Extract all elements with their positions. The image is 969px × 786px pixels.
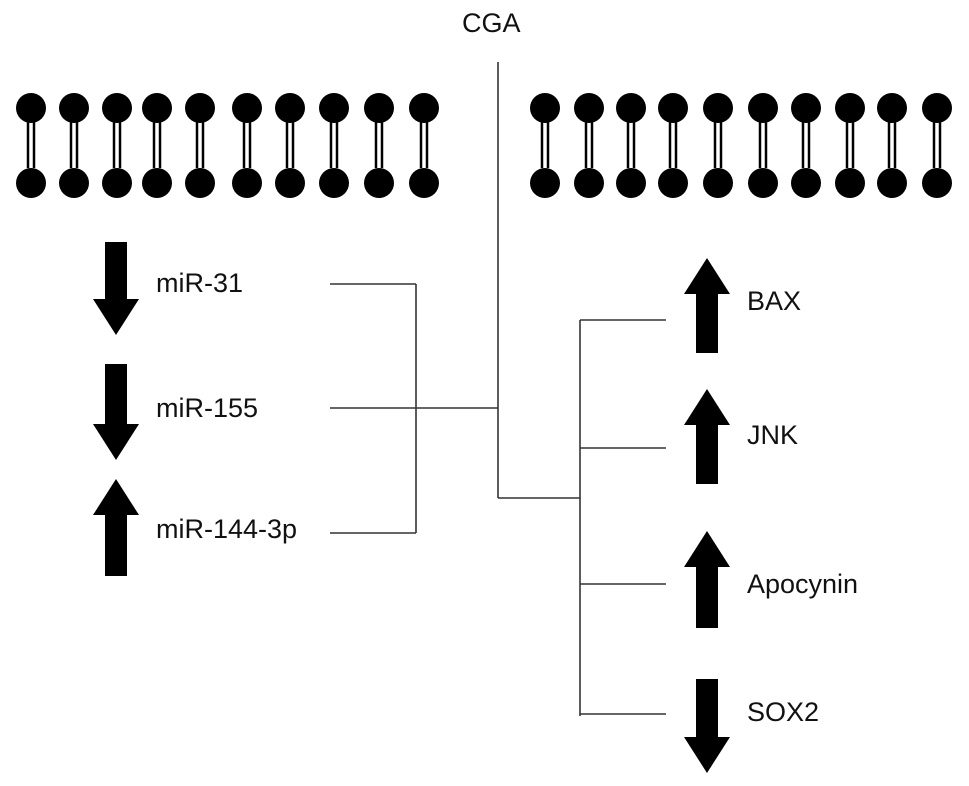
lipid-head [275,93,305,123]
phospholipid-right-9 [877,93,907,198]
lipid-head [877,93,907,123]
phospholipid-right-8 [835,93,865,198]
mirna-label-mir-31: miR-31 [156,268,244,298]
phospholipid-left-2 [59,93,89,198]
phospholipid-right-10 [922,93,952,198]
lipid-head [16,93,46,123]
arrow-up-bax [684,258,730,353]
phospholipid-right-4 [658,93,688,198]
lipid-head [791,168,821,198]
lipid-head [59,168,89,198]
mirna-label-mir-144-3p: miR-144-3p [156,514,298,544]
lipid-head [574,93,604,123]
lipid-head [16,168,46,198]
phospholipid-left-3 [102,93,132,198]
lipid-head [791,93,821,123]
lipid-head [364,168,394,198]
lipid-head [922,168,952,198]
arrow-up-apocynin [684,531,730,628]
lipid-head [102,168,132,198]
phospholipid-left-4 [142,93,172,198]
lipid-head [658,93,688,123]
lipid-head [530,168,560,198]
lipid-head [574,168,604,198]
cell-membrane-left [16,93,439,198]
phospholipid-right-2 [574,93,604,198]
lipid-head [658,168,688,198]
compound-label: CGA [462,8,521,38]
phospholipid-right-6 [748,93,778,198]
lipid-head [877,168,907,198]
cell-membrane-right [530,93,952,198]
arrow-down-mir-155 [93,364,139,460]
lipid-head [319,168,349,198]
arrow-down-sox2 [684,679,730,773]
lipid-head [616,168,646,198]
lipid-head [102,93,132,123]
lipid-head [275,168,305,198]
phospholipid-right-7 [791,93,821,198]
arrow-up-mir-144-3p [93,479,139,576]
lipid-head [616,93,646,123]
phospholipid-right-3 [616,93,646,198]
target-label-apocynin: Apocynin [747,569,859,599]
lipid-head [409,168,439,198]
lipid-head [748,168,778,198]
lipid-head [142,93,172,123]
lipid-head [232,168,262,198]
phospholipid-left-6 [232,93,262,198]
lipid-head [530,93,560,123]
phospholipid-right-5 [703,93,733,198]
lipid-head [703,93,733,123]
lipid-head [319,93,349,123]
lipid-head [59,93,89,123]
target-label-bax: BAX [747,286,802,316]
lipid-head [142,168,172,198]
target-label-jnk: JNK [747,420,799,450]
lipid-head [232,93,262,123]
lipid-head [409,93,439,123]
phospholipid-left-7 [275,93,305,198]
phospholipid-left-9 [364,93,394,198]
regulation-arrows [93,242,730,773]
phospholipid-right-1 [530,93,560,198]
target-label-sox2: SOX2 [747,697,820,727]
pathway-connectors [330,62,666,716]
lipid-head [922,93,952,123]
lipid-head [185,168,215,198]
lipid-head [703,168,733,198]
phospholipid-left-10 [409,93,439,198]
arrow-down-mir-31 [93,242,139,335]
lipid-head [835,93,865,123]
lipid-head [748,93,778,123]
phospholipid-left-1 [16,93,46,198]
arrow-up-jnk [684,389,730,484]
mirna-label-mir-155: miR-155 [156,393,259,423]
lipid-head [364,93,394,123]
phospholipid-left-8 [319,93,349,198]
lipid-head [185,93,215,123]
phospholipid-left-5 [185,93,215,198]
lipid-head [835,168,865,198]
